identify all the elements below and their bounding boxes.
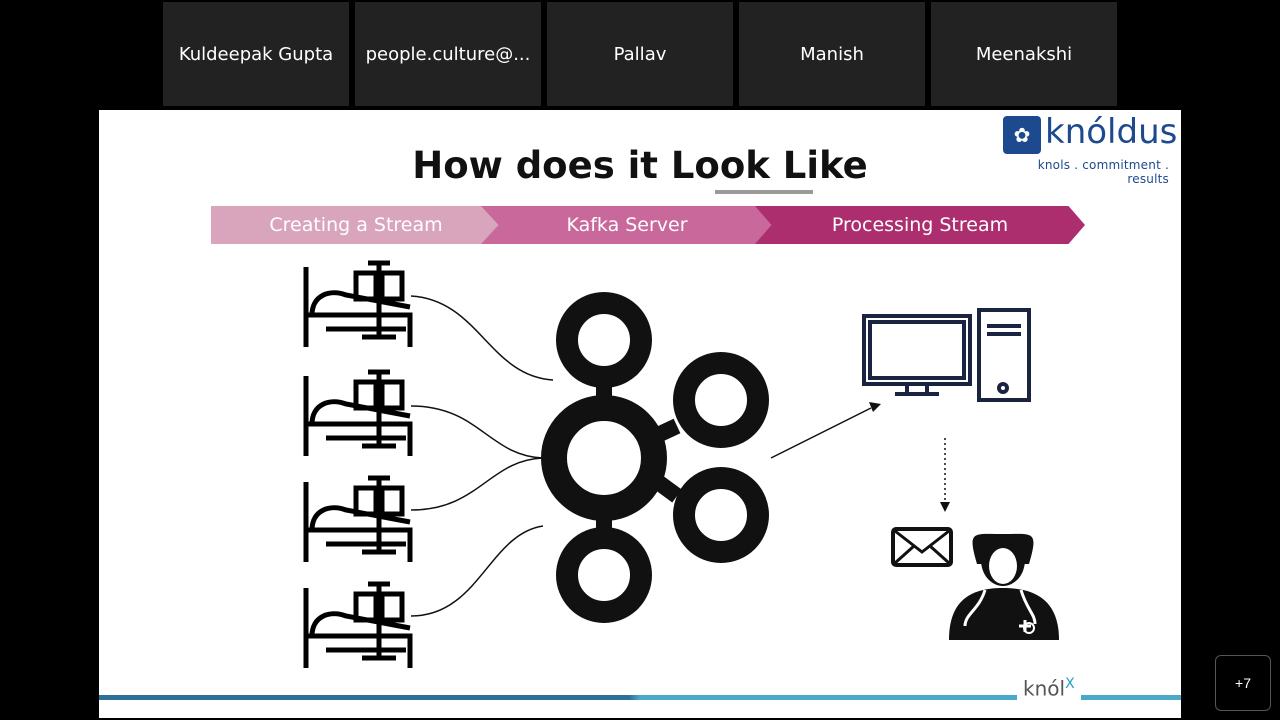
knolx-text: knól <box>1023 676 1066 701</box>
participant-tile[interactable]: Kuldeepak Gupta <box>163 2 349 106</box>
participant-tile[interactable]: Pallav <box>547 2 733 106</box>
envelope-icon <box>891 527 953 567</box>
hospital-bed-icon <box>306 263 410 347</box>
logo-name: knóldus <box>1045 112 1178 152</box>
shared-slide: How does it Look Like ✿ knóldus knols . … <box>99 110 1181 718</box>
kafka-flow-diagram <box>99 110 1059 718</box>
participant-tile[interactable]: people.culture@... <box>355 2 541 106</box>
hospital-bed-icon <box>306 372 410 456</box>
participant-tile[interactable]: Meenakshi <box>931 2 1117 106</box>
participant-name: people.culture@... <box>365 43 531 65</box>
more-participants-count: +7 <box>1235 675 1251 691</box>
connector-lines <box>410 295 554 617</box>
more-participants-button[interactable]: +7 <box>1215 655 1271 711</box>
title-underline <box>715 190 813 194</box>
doctor-icon <box>949 533 1059 640</box>
participant-name: Meenakshi <box>975 43 1073 65</box>
participant-name: Manish <box>800 43 864 65</box>
hospital-bed-icon <box>306 584 410 668</box>
step-kafka-server: Kafka Server <box>481 206 773 244</box>
arrow-to-computer <box>770 402 881 459</box>
computer-icon <box>862 308 1031 402</box>
hospital-bed-icon <box>306 478 410 562</box>
step-processing-stream: Processing Stream <box>755 206 1085 244</box>
participant-name: Pallav <box>613 43 667 65</box>
step-label: Processing Stream <box>831 214 1009 236</box>
kafka-logo-icon <box>541 292 769 623</box>
knolx-logo: knólX <box>1017 676 1081 701</box>
footer-bar <box>99 695 1181 700</box>
logo-tagline: knols . commitment . results <box>1037 158 1169 186</box>
knoldus-logo-icon: ✿ <box>1003 116 1041 154</box>
participant-tile[interactable]: Manish <box>739 2 925 106</box>
knolx-sup: X <box>1065 676 1075 692</box>
knoldus-logo: ✿ knóldus knols . commitment . results <box>1003 112 1177 186</box>
participant-name: Kuldeepak Gupta <box>178 43 334 65</box>
dotted-arrow <box>940 438 950 512</box>
step-label: Kafka Server <box>566 214 688 236</box>
slide-title: How does it Look Like <box>412 144 868 187</box>
step-label: Creating a Stream <box>269 214 443 236</box>
step-creating-stream: Creating a Stream <box>211 206 501 244</box>
